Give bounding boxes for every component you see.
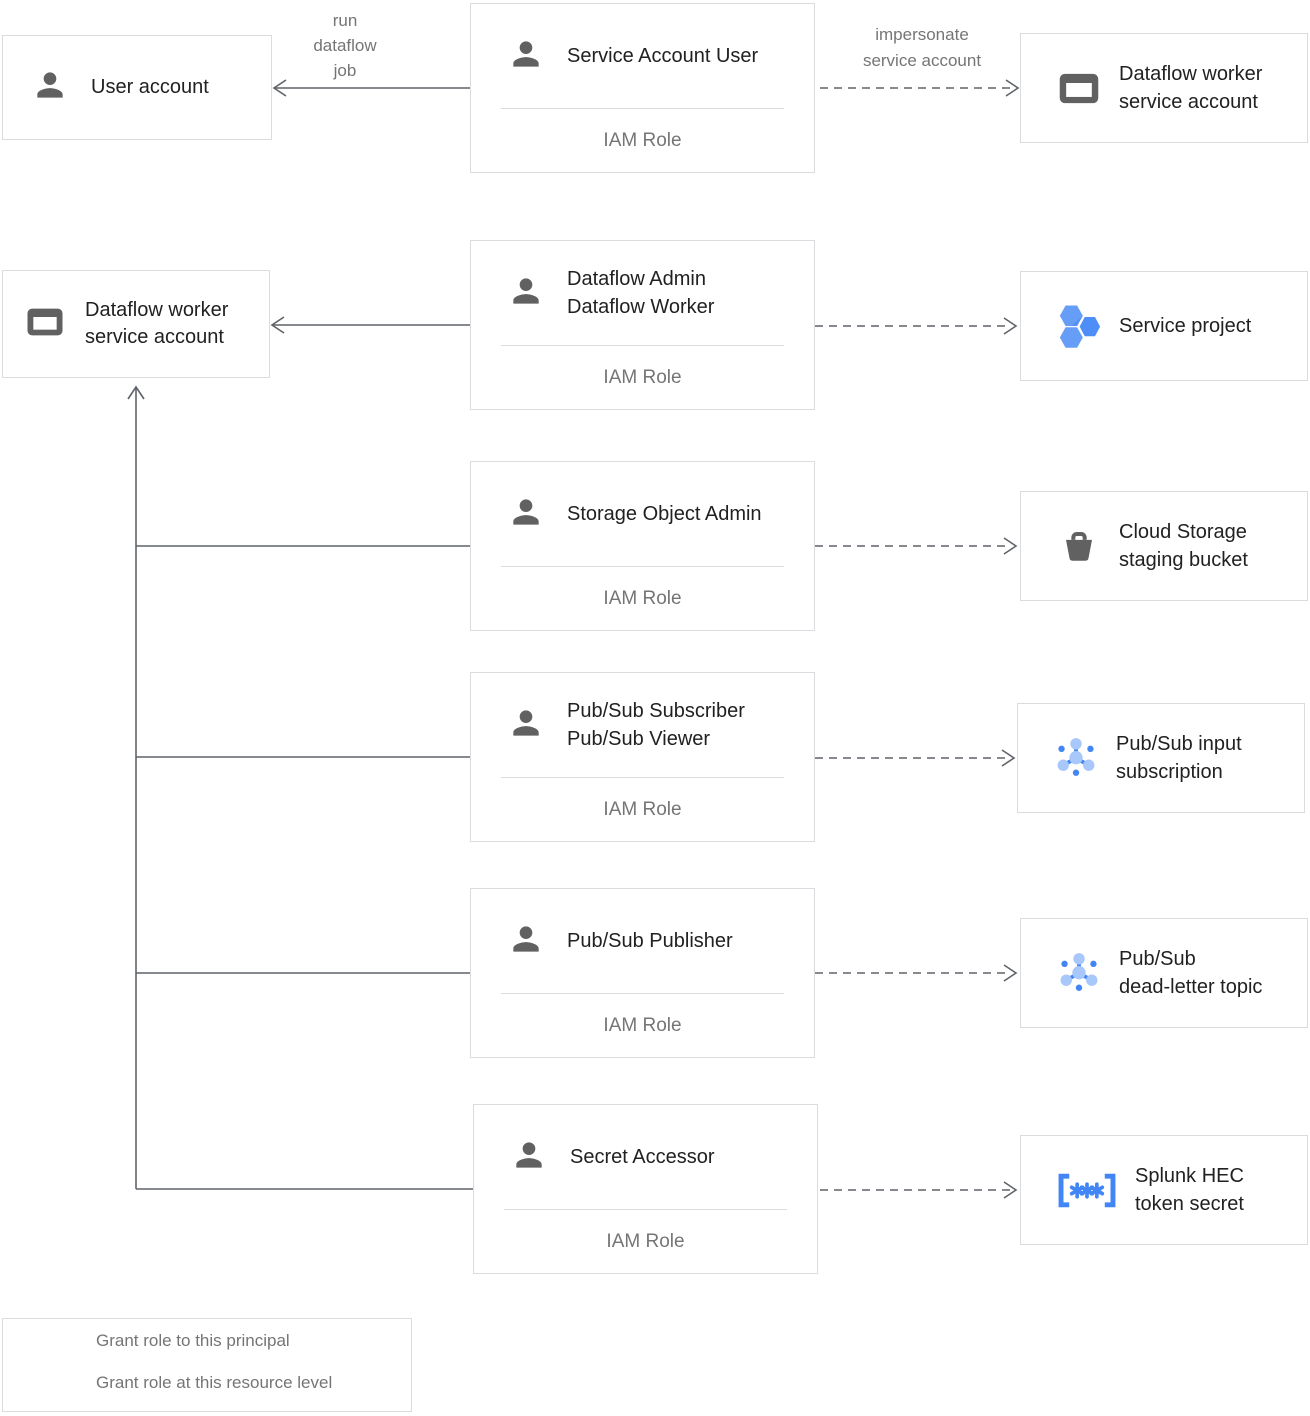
legend-solid-label: Grant role to this principal: [96, 1331, 290, 1350]
iam-role-label: IAM Role: [603, 129, 682, 151]
divider: [504, 1209, 787, 1210]
edge-storage-bucket-line: [815, 537, 1018, 555]
role-title: Secret Accessor: [570, 1146, 715, 1168]
person-icon: [31, 66, 69, 109]
role-box-service-account-user: Service Account User IAM Role: [470, 3, 815, 173]
node-label-line: subscription: [1116, 761, 1223, 783]
edge-splunk-secret-line: [820, 1181, 1018, 1199]
node-label-line: Service project: [1119, 315, 1252, 337]
role-box-dataflow-admin-worker: Dataflow Admin Dataflow Worker IAM Role: [470, 240, 815, 410]
divider: [501, 566, 784, 567]
pubsub-icon: [1048, 733, 1104, 783]
divider: [501, 108, 784, 109]
person-icon: [507, 493, 545, 536]
role-header: Dataflow Admin Dataflow Worker: [471, 241, 814, 345]
project-hexagons-icon: [1051, 303, 1107, 349]
node-label-line: Dataflow worker: [1119, 63, 1263, 85]
legend-box: [2, 1318, 412, 1412]
edge-label-run-dataflow-job: run dataflow job: [283, 8, 407, 83]
edge-label-line: run: [332, 11, 358, 30]
divider: [501, 345, 784, 346]
node-label-line: token secret: [1135, 1193, 1244, 1215]
edge-label-line: service account: [862, 51, 982, 70]
person-icon: [507, 272, 545, 315]
edge-pubsub-deadletter-line: [815, 964, 1018, 982]
node-label: User account: [91, 76, 209, 98]
iam-role-label: IAM Role: [603, 587, 682, 609]
role-header: Pub/Sub Publisher: [471, 889, 814, 993]
role-header: Service Account User: [471, 4, 814, 108]
person-icon: [507, 920, 545, 963]
node-user-account: User account: [2, 35, 272, 140]
secret-manager-icon: [1051, 1170, 1123, 1211]
node-pubsub-input-subscription: Pub/Sub input subscription: [1017, 703, 1305, 813]
node-label-line: Cloud Storage: [1119, 521, 1247, 543]
service-account-card-icon: [25, 305, 65, 344]
edge-grant-dataflow-roles-line: [270, 316, 470, 334]
role-box-pubsub-subscriber-viewer: Pub/Sub Subscriber Pub/Sub Viewer IAM Ro…: [470, 672, 815, 842]
role-title: Dataflow Admin: [567, 268, 706, 290]
node-dataflow-worker-sa-left: Dataflow worker service account: [2, 270, 270, 378]
role-header: Storage Object Admin: [471, 462, 814, 566]
legend-dashed-label: Grant role at this resource level: [96, 1373, 333, 1392]
iam-role-label: IAM Role: [606, 1230, 685, 1252]
edge-service-project-line: [815, 317, 1018, 335]
node-label-line: staging bucket: [1119, 549, 1248, 571]
node-cloud-storage-bucket: Cloud Storage staging bucket: [1020, 491, 1308, 601]
node-label-line: Dataflow worker: [85, 299, 229, 321]
edge-label-impersonate: impersonate service account: [838, 22, 1006, 74]
edge-pubsub-subscription-line: [815, 749, 1016, 767]
iam-role-label: IAM Role: [603, 366, 682, 388]
edge-label-line: impersonate: [875, 25, 969, 44]
node-dataflow-worker-sa-top: Dataflow worker service account: [1020, 33, 1308, 143]
edge-label-line: job: [333, 61, 357, 80]
service-account-card-icon: [1051, 70, 1107, 107]
person-icon: [510, 1136, 548, 1179]
person-icon: [507, 704, 545, 747]
role-title: Storage Object Admin: [567, 503, 762, 525]
edge-run-dataflow-job-line: [272, 79, 470, 97]
role-box-secret-accessor: Secret Accessor IAM Role: [473, 1104, 818, 1274]
pubsub-icon: [1051, 948, 1107, 998]
edge-impersonate-line: [820, 79, 1020, 97]
node-pubsub-deadletter-topic: Pub/Sub dead-letter topic: [1020, 918, 1308, 1028]
iam-role-label: IAM Role: [603, 798, 682, 820]
role-box-pubsub-publisher: Pub/Sub Publisher IAM Role: [470, 888, 815, 1058]
node-label-line: Pub/Sub: [1119, 948, 1196, 970]
node-splunk-hec-secret: Splunk HEC token secret: [1020, 1135, 1308, 1245]
role-title: Pub/Sub Subscriber: [567, 700, 745, 722]
divider: [501, 777, 784, 778]
node-label-line: service account: [1119, 91, 1258, 113]
role-title: Service Account User: [567, 45, 759, 67]
role-header: Pub/Sub Subscriber Pub/Sub Viewer: [471, 673, 814, 777]
role-title: Dataflow Worker: [567, 296, 715, 318]
trunk-grant-to-worker-sa: [127, 385, 473, 1190]
node-label-line: Pub/Sub input: [1116, 733, 1242, 755]
role-header: Secret Accessor: [474, 1105, 817, 1209]
person-icon: [507, 35, 545, 78]
divider: [501, 993, 784, 994]
role-title: Pub/Sub Viewer: [567, 728, 711, 750]
role-title: Pub/Sub Publisher: [567, 930, 733, 952]
node-service-project: Service project: [1020, 271, 1308, 381]
node-label-line: Splunk HEC: [1135, 1165, 1244, 1187]
iam-role-label: IAM Role: [603, 1014, 682, 1036]
storage-bucket-icon: [1051, 526, 1107, 566]
role-box-storage-object-admin: Storage Object Admin IAM Role: [470, 461, 815, 631]
edge-label-line: dataflow: [313, 36, 377, 55]
node-label-line: service account: [85, 326, 224, 348]
node-label-line: dead-letter topic: [1119, 976, 1263, 998]
